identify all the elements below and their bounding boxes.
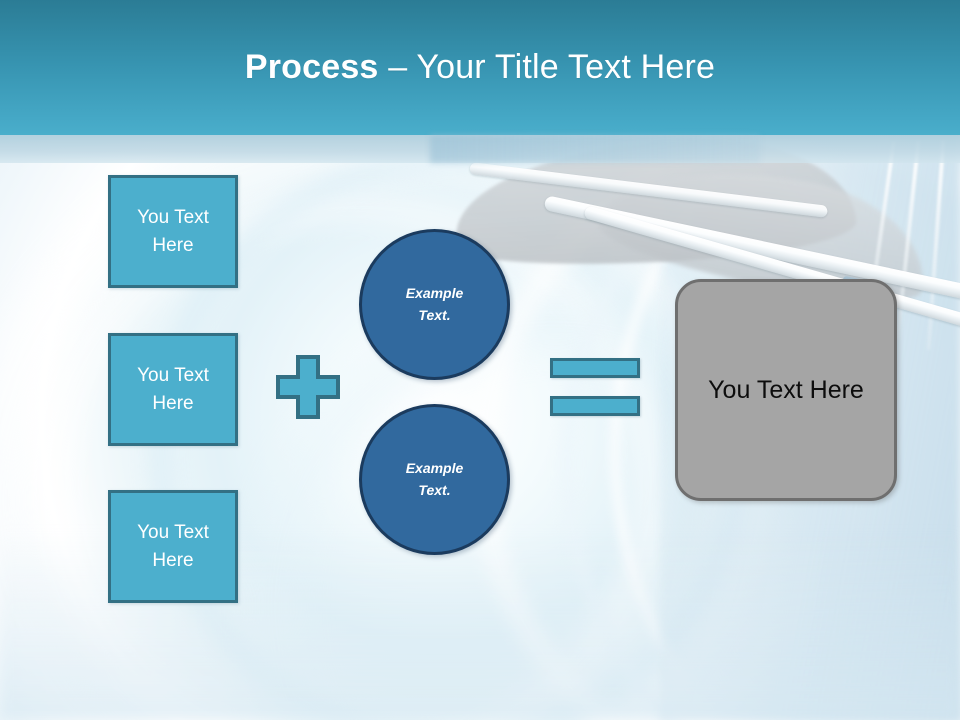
result-box[interactable]: You Text Here: [675, 279, 897, 501]
plus-icon: [276, 355, 340, 419]
example-circle-1-line1: Example: [405, 284, 464, 301]
page-title: Process – Your Title Text Here: [245, 48, 715, 87]
input-box-2-label: You Text Here: [137, 362, 209, 417]
header-underband-tint: [430, 135, 760, 163]
page-title-rest: – Your Title Text Here: [378, 48, 716, 86]
equals-icon-bar-bottom: [550, 396, 640, 416]
equals-icon-bar-top: [550, 358, 640, 378]
slide-header: Process – Your Title Text Here: [0, 0, 960, 135]
example-circle-1-line2: Text.: [418, 306, 451, 323]
input-box-1-label: You Text Here: [137, 204, 209, 259]
input-box-3[interactable]: You Text Here: [108, 490, 238, 603]
input-box-2[interactable]: You Text Here: [108, 333, 238, 446]
input-box-3-line1: You Text: [137, 521, 209, 543]
page-title-bold: Process: [244, 48, 379, 86]
input-box-1[interactable]: You Text Here: [108, 175, 238, 288]
result-box-label: You Text Here: [708, 375, 864, 404]
example-circle-2[interactable]: Example Text.: [359, 404, 510, 555]
input-box-1-line1: You Text: [137, 206, 209, 228]
example-circle-2-line2: Text.: [418, 481, 451, 498]
input-box-3-label: You Text Here: [137, 519, 209, 574]
input-box-2-line1: You Text: [137, 364, 209, 386]
example-circle-1[interactable]: Example Text.: [359, 229, 510, 380]
example-circle-2-label: Example Text.: [406, 458, 464, 501]
input-box-1-line2: Here: [152, 234, 194, 256]
input-box-2-line2: Here: [152, 392, 194, 414]
input-box-3-line2: Here: [152, 549, 194, 571]
example-circle-1-label: Example Text.: [406, 283, 464, 326]
equals-icon: [550, 358, 640, 416]
example-circle-2-line1: Example: [405, 459, 464, 476]
